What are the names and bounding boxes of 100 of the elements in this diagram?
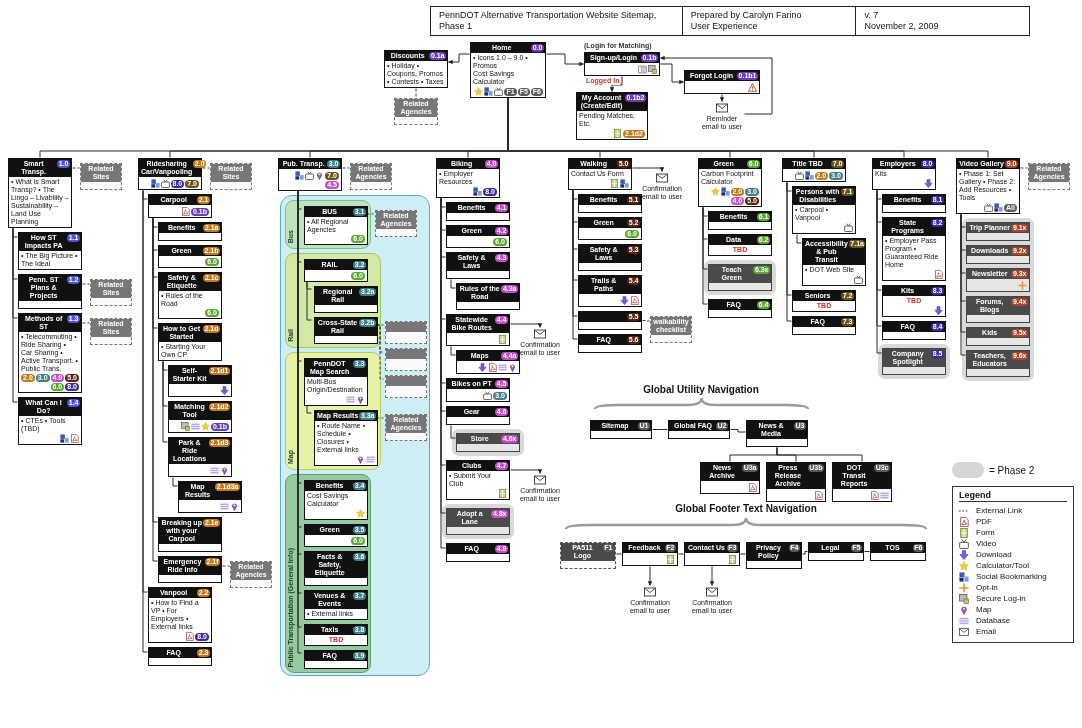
page-box [568, 158, 632, 190]
legend-text: External Link [976, 505, 1023, 516]
arrow [719, 94, 725, 102]
group-band [285, 200, 371, 249]
legend-text: Opt-in [976, 582, 998, 593]
legend-text: Database [976, 615, 1011, 626]
tree-line [162, 361, 168, 443]
page-box [158, 222, 222, 241]
dashed-connector [202, 167, 210, 169]
arrow [709, 566, 715, 586]
external-link-box [650, 316, 692, 343]
phase-two-page-box [966, 245, 1030, 264]
dashed-connector [222, 565, 230, 567]
external-page-box [560, 542, 616, 569]
tree-line [960, 214, 966, 356]
date-text: November 2, 2009 [864, 21, 940, 32]
tree-line [678, 553, 684, 555]
tree-line [802, 551, 808, 555]
legend-text: Form [976, 527, 995, 538]
page-box [158, 323, 222, 361]
tree-line [702, 207, 708, 305]
arrow [448, 53, 470, 65]
page-box [808, 542, 864, 561]
group-band [962, 218, 1034, 381]
legend-text: = Phase 2 [989, 464, 1035, 476]
page-box [882, 321, 946, 340]
external-link-box [230, 561, 272, 588]
page-box [158, 272, 222, 319]
tree-line [306, 280, 312, 321]
page-box [168, 437, 232, 477]
page-box [314, 410, 378, 466]
page-box [446, 378, 510, 402]
page-box [576, 92, 648, 140]
page-box [578, 217, 642, 240]
group-band [285, 352, 381, 470]
page-box [590, 420, 652, 439]
arrow [632, 167, 665, 172]
page-box [578, 244, 642, 271]
page-box [700, 462, 760, 494]
team-text: User Experience [690, 21, 759, 32]
arrow [510, 323, 543, 328]
page-box [870, 542, 926, 561]
tree-line [616, 553, 622, 555]
external-link-box [90, 318, 132, 345]
arrow [546, 53, 584, 67]
phase-two-page-box [966, 222, 1030, 241]
tree-line [740, 553, 746, 555]
page-box [708, 234, 772, 256]
page-box [18, 397, 82, 445]
external-link-box [210, 163, 252, 190]
page-box [882, 285, 946, 317]
page-box [882, 194, 946, 213]
external-link-box [385, 375, 427, 398]
page-box [436, 158, 500, 198]
external-link-box [394, 98, 438, 125]
page-box [746, 542, 802, 569]
tree-line [796, 234, 802, 244]
tree-line [306, 404, 312, 414]
section-heading: Global Utility Navigation [642, 384, 760, 396]
tree-line [507, 98, 989, 158]
page-box [304, 650, 368, 669]
tree-line [12, 228, 18, 403]
tree-line [876, 190, 882, 354]
page-box [168, 365, 232, 397]
version-text: v. 7 [864, 10, 880, 21]
section-heading: Global Footer Text Navigation [674, 503, 818, 515]
page-box [304, 624, 368, 646]
dashed-connector [415, 88, 417, 98]
page-box [456, 283, 520, 310]
page-box [158, 556, 222, 583]
title: PennDOT Alternative Transportation Website Sitemap, Phase 1 [439, 10, 658, 32]
tree-line [172, 477, 178, 487]
arrow [647, 566, 653, 586]
external-link-box [385, 348, 427, 371]
external-link-box [375, 210, 417, 237]
page-box [314, 286, 378, 313]
page-box [304, 206, 368, 245]
page-box [956, 158, 1020, 214]
arrow [510, 469, 543, 474]
page-box [802, 238, 866, 286]
page-box [578, 311, 642, 330]
page-box [792, 290, 856, 312]
phase-two-page-box [966, 327, 1030, 346]
dashed-connector [82, 283, 90, 285]
page-box [578, 275, 642, 307]
page-box [792, 316, 856, 335]
page-box [446, 252, 510, 279]
page-box [304, 551, 368, 586]
arrow [660, 55, 773, 115]
group-band [280, 195, 430, 676]
page-box [304, 590, 368, 620]
legend-text: Social Bookmarking [976, 571, 1047, 582]
tree-line [450, 346, 456, 356]
legend-text: Calculator/Tool [976, 560, 1029, 571]
dashed-connector [376, 324, 384, 380]
phase-two-page-box [966, 296, 1030, 323]
external-link-box [1028, 163, 1070, 190]
legend-text: Download [976, 549, 1012, 560]
page-box [832, 462, 892, 502]
page-box [304, 358, 368, 406]
